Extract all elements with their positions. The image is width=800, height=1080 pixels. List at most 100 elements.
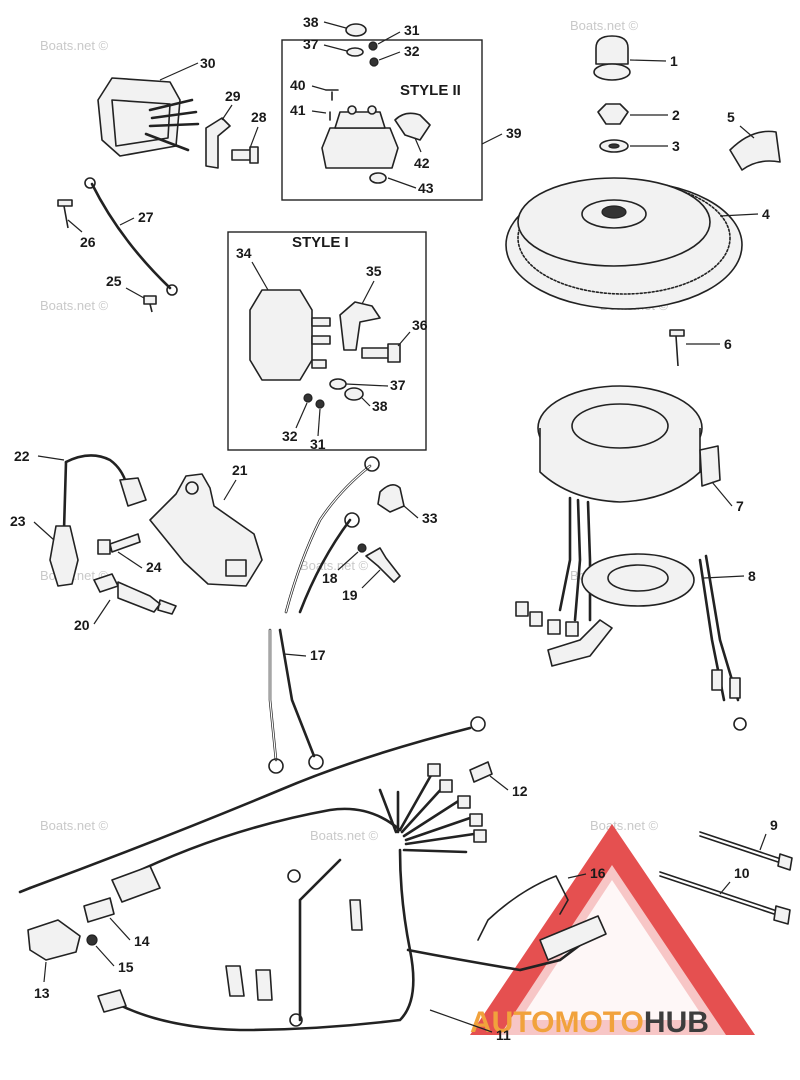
leader	[567, 873, 587, 879]
leader	[37, 455, 65, 461]
leader	[323, 21, 347, 29]
brand-wordmark: AUTOMOTOHUB	[470, 1006, 709, 1039]
leader	[119, 217, 135, 226]
leader	[397, 331, 411, 347]
callout-31: 31	[310, 436, 326, 452]
logo-triangle-edge	[470, 824, 755, 1035]
callout-29: 29	[225, 88, 241, 104]
nut-2	[597, 103, 629, 125]
bracket-29	[205, 117, 231, 169]
harness-parts: 12 16 9 10 14 15 13 11	[18, 716, 793, 1043]
harness-lead-mid	[118, 807, 402, 882]
middle-parts: 33 18 19 17	[268, 456, 438, 774]
leader	[378, 51, 401, 61]
callout-4: 4	[762, 206, 770, 222]
washer-32	[369, 57, 379, 67]
style-one-box	[227, 231, 427, 451]
screw-26	[57, 199, 73, 229]
callout-21: 21	[232, 462, 248, 478]
screw-15	[86, 934, 98, 946]
ground-wire-27	[90, 182, 172, 290]
callout-9: 9	[770, 817, 778, 833]
flywheel-4-bore	[601, 205, 627, 219]
style-two-box	[281, 39, 483, 201]
bolt-36	[361, 343, 401, 363]
ring-terminal	[268, 758, 284, 774]
callout-40: 40	[290, 77, 306, 93]
nut-18	[357, 543, 367, 553]
rectifier-wires	[144, 98, 200, 152]
harness-tip	[18, 886, 32, 894]
washer-37	[346, 47, 364, 57]
leader	[377, 31, 401, 45]
brand-logo: AUTOMOTOHUB	[470, 824, 755, 1039]
tie-strap-9	[699, 831, 785, 865]
leader	[67, 219, 83, 233]
leader	[159, 62, 199, 81]
harness-breakout-wires-left	[378, 788, 400, 834]
callout-8: 8	[748, 568, 756, 584]
fuse-14	[83, 897, 115, 923]
key-5	[729, 130, 781, 171]
leader	[414, 137, 422, 153]
callout-33: 33	[422, 510, 438, 526]
leader	[481, 133, 503, 145]
tie-strap-10-head	[773, 905, 791, 925]
harness-lead-top	[28, 726, 472, 890]
leader	[33, 521, 55, 541]
leader	[361, 280, 375, 305]
callout-39: 39	[506, 125, 522, 141]
plug-wire-lead	[62, 460, 68, 532]
ring-terminal	[344, 512, 360, 528]
tie-strap-10	[659, 871, 781, 917]
callout-14: 14	[134, 933, 150, 949]
ring-terminal	[84, 177, 96, 189]
harness-branch-a	[298, 858, 342, 1022]
ring-terminal	[364, 456, 380, 472]
leader	[361, 397, 371, 407]
boot-42	[394, 112, 431, 141]
mount-ear	[369, 172, 387, 184]
trigger-8-arm	[547, 619, 613, 667]
callout-37: 37	[390, 377, 406, 393]
callout-42: 42	[414, 155, 430, 171]
callout-13: 13	[34, 985, 50, 1001]
leader	[295, 402, 308, 429]
harness-plug-upper	[111, 865, 161, 903]
callout-30: 30	[200, 55, 216, 71]
callout-1: 1	[670, 53, 678, 69]
screw-25	[143, 295, 157, 313]
leader	[387, 177, 417, 189]
clip-16	[477, 875, 569, 941]
tie-strap-9-head	[777, 853, 793, 871]
callout-38: 38	[372, 398, 388, 414]
rectifier-30	[97, 77, 181, 157]
coil-terminal	[225, 559, 247, 577]
cap-1-base	[593, 63, 631, 81]
stator-7-lug	[699, 445, 721, 487]
ring-terminal	[733, 717, 747, 731]
style-two-label: STYLE II	[400, 82, 461, 99]
washer-32	[303, 393, 313, 403]
callout-43: 43	[418, 180, 434, 196]
callout-10: 10	[734, 865, 750, 881]
leader	[403, 505, 419, 519]
leader	[719, 213, 759, 217]
logo-triangle-inner	[520, 880, 705, 1020]
upper-left-parts: 30 29 28 27 26 25	[57, 55, 267, 313]
callout-25: 25	[106, 273, 122, 289]
callout-18: 18	[322, 570, 338, 586]
cap-1	[595, 35, 629, 65]
fuse-holder-13	[27, 919, 81, 961]
callout-32: 32	[404, 43, 420, 59]
leader	[703, 575, 745, 579]
leader	[117, 551, 143, 569]
callout-23: 23	[10, 513, 26, 529]
callout-35: 35	[366, 263, 382, 279]
watermark-text: Boats.net ©	[300, 558, 369, 573]
callout-27: 27	[138, 209, 154, 225]
battery-cable-a-core	[285, 465, 371, 613]
leader	[249, 126, 259, 149]
callout-7: 7	[736, 498, 744, 514]
